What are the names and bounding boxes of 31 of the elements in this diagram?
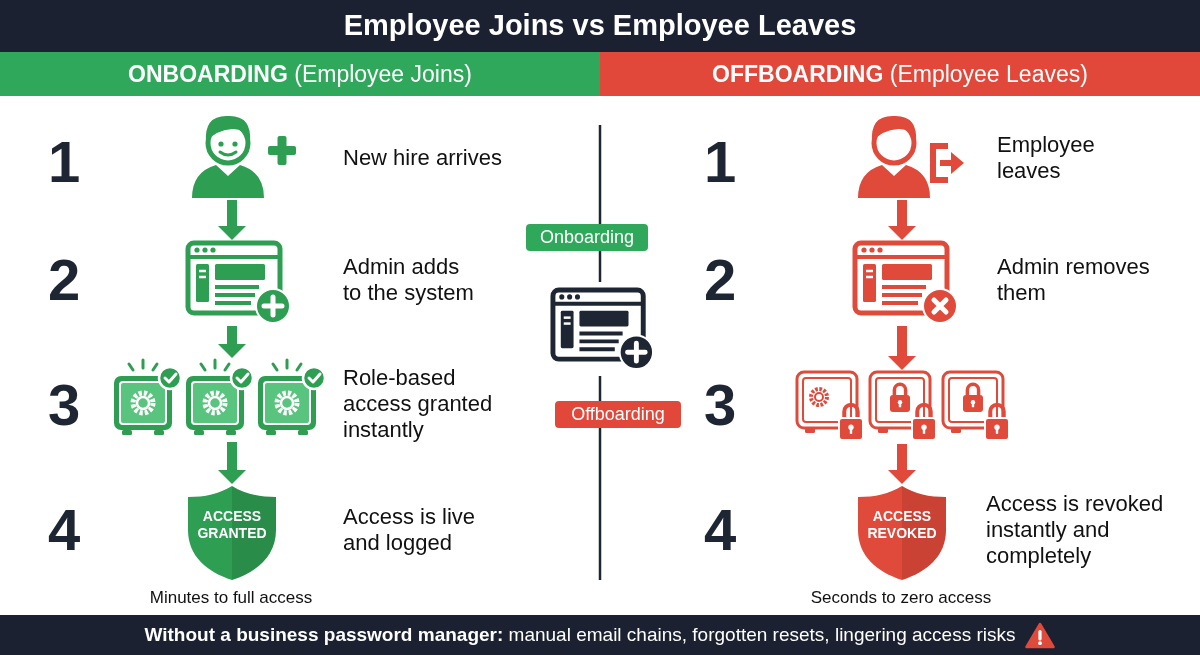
step-number: 1 bbox=[48, 133, 81, 191]
step-number: 2 bbox=[48, 251, 81, 309]
step-number: 4 bbox=[48, 501, 81, 559]
shield-badge: ACCESS REVOKED bbox=[855, 484, 949, 582]
step-number: 3 bbox=[704, 376, 737, 434]
diagram-title: Employee Joins vs Employee Leaves bbox=[343, 9, 857, 43]
step-description: New hire arrives bbox=[343, 145, 502, 171]
flow-arrow bbox=[218, 200, 246, 240]
flow-arrow bbox=[218, 442, 246, 484]
summary-note: Seconds to zero access bbox=[810, 588, 992, 608]
step-number: 4 bbox=[704, 501, 737, 559]
step-description: Employee leaves bbox=[997, 132, 1096, 184]
flow-arrow bbox=[888, 326, 916, 370]
step-description: Admin removes them bbox=[997, 254, 1151, 306]
step-number: 3 bbox=[48, 376, 81, 434]
section-tag: Offboarding bbox=[555, 401, 681, 428]
section-tag: Onboarding bbox=[526, 224, 648, 251]
step-description: Role-based access granted instantly bbox=[343, 365, 494, 443]
step-number: 2 bbox=[704, 251, 737, 309]
summary-note: Minutes to full access bbox=[149, 588, 313, 608]
flow-arrow bbox=[888, 444, 916, 484]
section-header: ONBOARDING (Employee Joins) bbox=[0, 52, 600, 96]
step-description: Admin adds to the system bbox=[343, 254, 475, 306]
footer-note: Without a business password manager: manual email chains, forgotten resets, lingering access risks bbox=[144, 624, 1016, 646]
flow-arrow bbox=[888, 200, 916, 240]
step-description: Access is revoked instantly and completely bbox=[986, 491, 1165, 569]
section-header: OFFBOARDING (Employee Leaves) bbox=[600, 52, 1200, 96]
step-number: 1 bbox=[704, 133, 737, 191]
flow-arrow bbox=[218, 326, 246, 358]
shield-badge: ACCESS GRANTED bbox=[185, 484, 279, 582]
step-description: Access is live and logged bbox=[343, 504, 477, 556]
